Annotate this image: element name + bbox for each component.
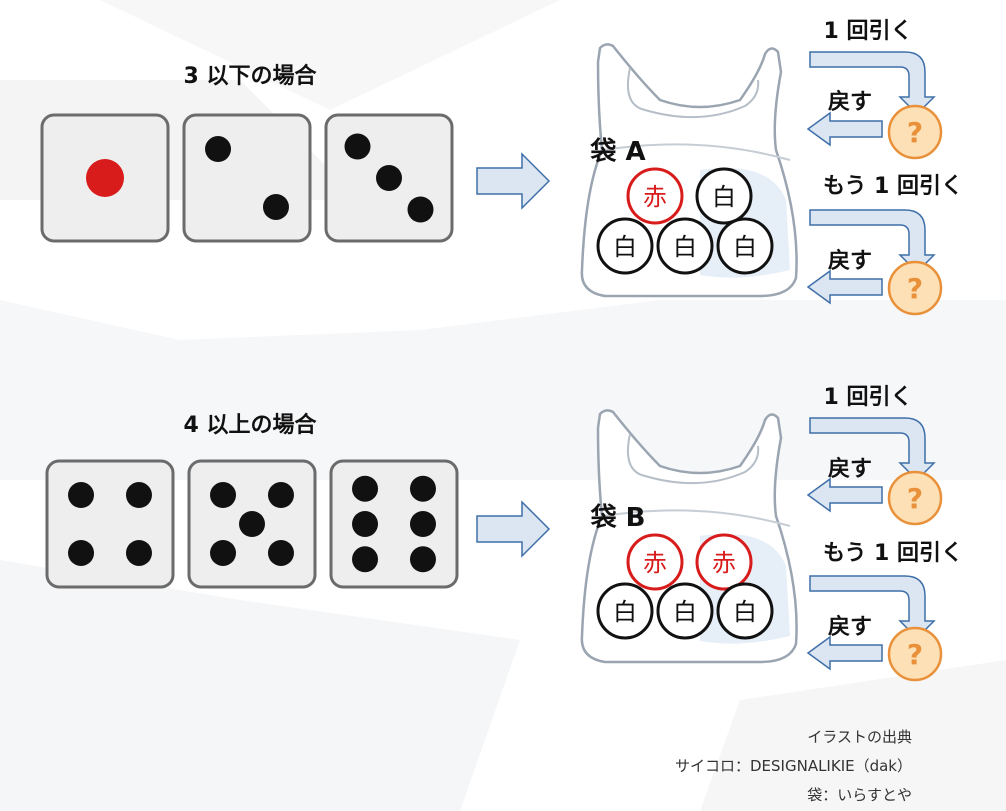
die-3 (324, 113, 454, 243)
white-ball: 白 (716, 217, 774, 275)
ball-label: 白 (673, 233, 697, 261)
red-ball: 赤 (695, 533, 753, 591)
die-pip (407, 196, 434, 223)
die-pip (409, 546, 436, 573)
die-pip (68, 482, 95, 509)
credits-dice: サイコロ：DESIGNALIKIE（dak） (675, 757, 912, 775)
section-title: 4 以上の場合 (184, 412, 318, 438)
credits: イラストの出典 サイコロ：DESIGNALIKIE（dak） 袋：いらすとや (675, 728, 912, 804)
die-6 (329, 459, 459, 589)
die-pip (125, 539, 152, 566)
dice-row (40, 113, 454, 243)
die-pip (352, 546, 379, 573)
section-title: 3 以下の場合 (184, 63, 318, 89)
red-ball: 赤 (626, 167, 684, 225)
die-pip (267, 539, 294, 566)
ball-group: 赤白白白白 (596, 167, 774, 275)
die-pip (125, 482, 152, 509)
bag-handle-hole (626, 67, 760, 119)
ball-label: 白 (712, 183, 736, 211)
bag-fold (603, 509, 791, 527)
die-pip (376, 165, 402, 191)
ball-label: 白 (733, 598, 757, 626)
bag-label: 袋 B (590, 503, 646, 533)
return-label: 戻す (828, 614, 872, 640)
return-arrow (806, 269, 883, 305)
unknown-ball: ? (887, 470, 943, 526)
die-pip (344, 133, 371, 160)
return-arrow (806, 635, 883, 671)
die-5 (187, 459, 317, 589)
ball-label: 赤 (712, 549, 736, 577)
bag-handle-hole (626, 433, 760, 485)
white-ball: 白 (716, 582, 774, 640)
unknown-ball: ? (887, 104, 943, 160)
white-ball: 白 (656, 582, 714, 640)
white-ball: 白 (596, 582, 654, 640)
section-b: 4 以上の場合 袋 B 赤赤白白白 ?? 1 回引く 戻す もう 1 回引く 戻… (45, 385, 963, 682)
die-pip (239, 511, 265, 537)
die-2 (182, 113, 312, 243)
draw-once-label: 1 回引く (824, 19, 913, 44)
draw-arrow (809, 51, 936, 116)
return-label: 戻す (828, 456, 872, 482)
return-arrow (806, 477, 883, 513)
red-ball: 赤 (626, 533, 684, 591)
die-1 (40, 113, 170, 243)
dice-row (45, 459, 459, 589)
die-pip (267, 482, 294, 509)
ball-label: 赤 (643, 549, 667, 577)
unknown-ball-label: ? (907, 272, 923, 305)
unknown-ball-label: ? (907, 482, 923, 515)
white-ball: 白 (596, 217, 654, 275)
ball-label: 白 (613, 598, 637, 626)
die-pip (210, 539, 237, 566)
bag-label: 袋 A (589, 137, 645, 167)
right-arrow (476, 152, 551, 210)
die-4 (45, 459, 175, 589)
ball-label: 白 (613, 233, 637, 261)
ball-group: 赤赤白白白 (596, 533, 774, 640)
steps-flow: ?? (806, 51, 943, 316)
die-pip (409, 511, 436, 537)
die-pip (352, 475, 379, 502)
bag-fold (603, 143, 791, 161)
section-a: 3 以下の場合 袋 A 赤白白白白 ?? 1 回引く 戻す もう 1 回引く 戻… (40, 19, 963, 316)
credits-heading: イラストの出典 (807, 728, 912, 746)
ball-label: 白 (673, 598, 697, 626)
die-pip (352, 511, 379, 537)
die-pip (86, 159, 124, 197)
draw-again-label: もう 1 回引く (823, 541, 963, 566)
ball-label: 白 (733, 233, 757, 261)
die-pip (409, 475, 436, 502)
unknown-ball: ? (887, 260, 943, 316)
draw-again-label: もう 1 回引く (823, 174, 963, 199)
unknown-ball-label: ? (907, 638, 923, 671)
ball-label: 赤 (643, 183, 667, 211)
white-ball: 白 (656, 217, 714, 275)
return-label: 戻す (828, 248, 872, 274)
die-pip (262, 193, 289, 220)
unknown-ball: ? (887, 626, 943, 682)
draw-once-label: 1 回引く (824, 385, 913, 410)
right-arrow (476, 500, 551, 558)
return-label: 戻す (828, 89, 872, 115)
draw-arrow (809, 417, 936, 482)
die-pip (68, 539, 95, 566)
return-arrow (806, 111, 883, 147)
die-pip (205, 136, 232, 163)
unknown-ball-label: ? (907, 116, 923, 149)
steps-flow: ?? (806, 417, 943, 682)
credits-bag: 袋：いらすとや (807, 786, 912, 804)
white-ball: 白 (695, 167, 753, 225)
die-pip (210, 482, 237, 509)
